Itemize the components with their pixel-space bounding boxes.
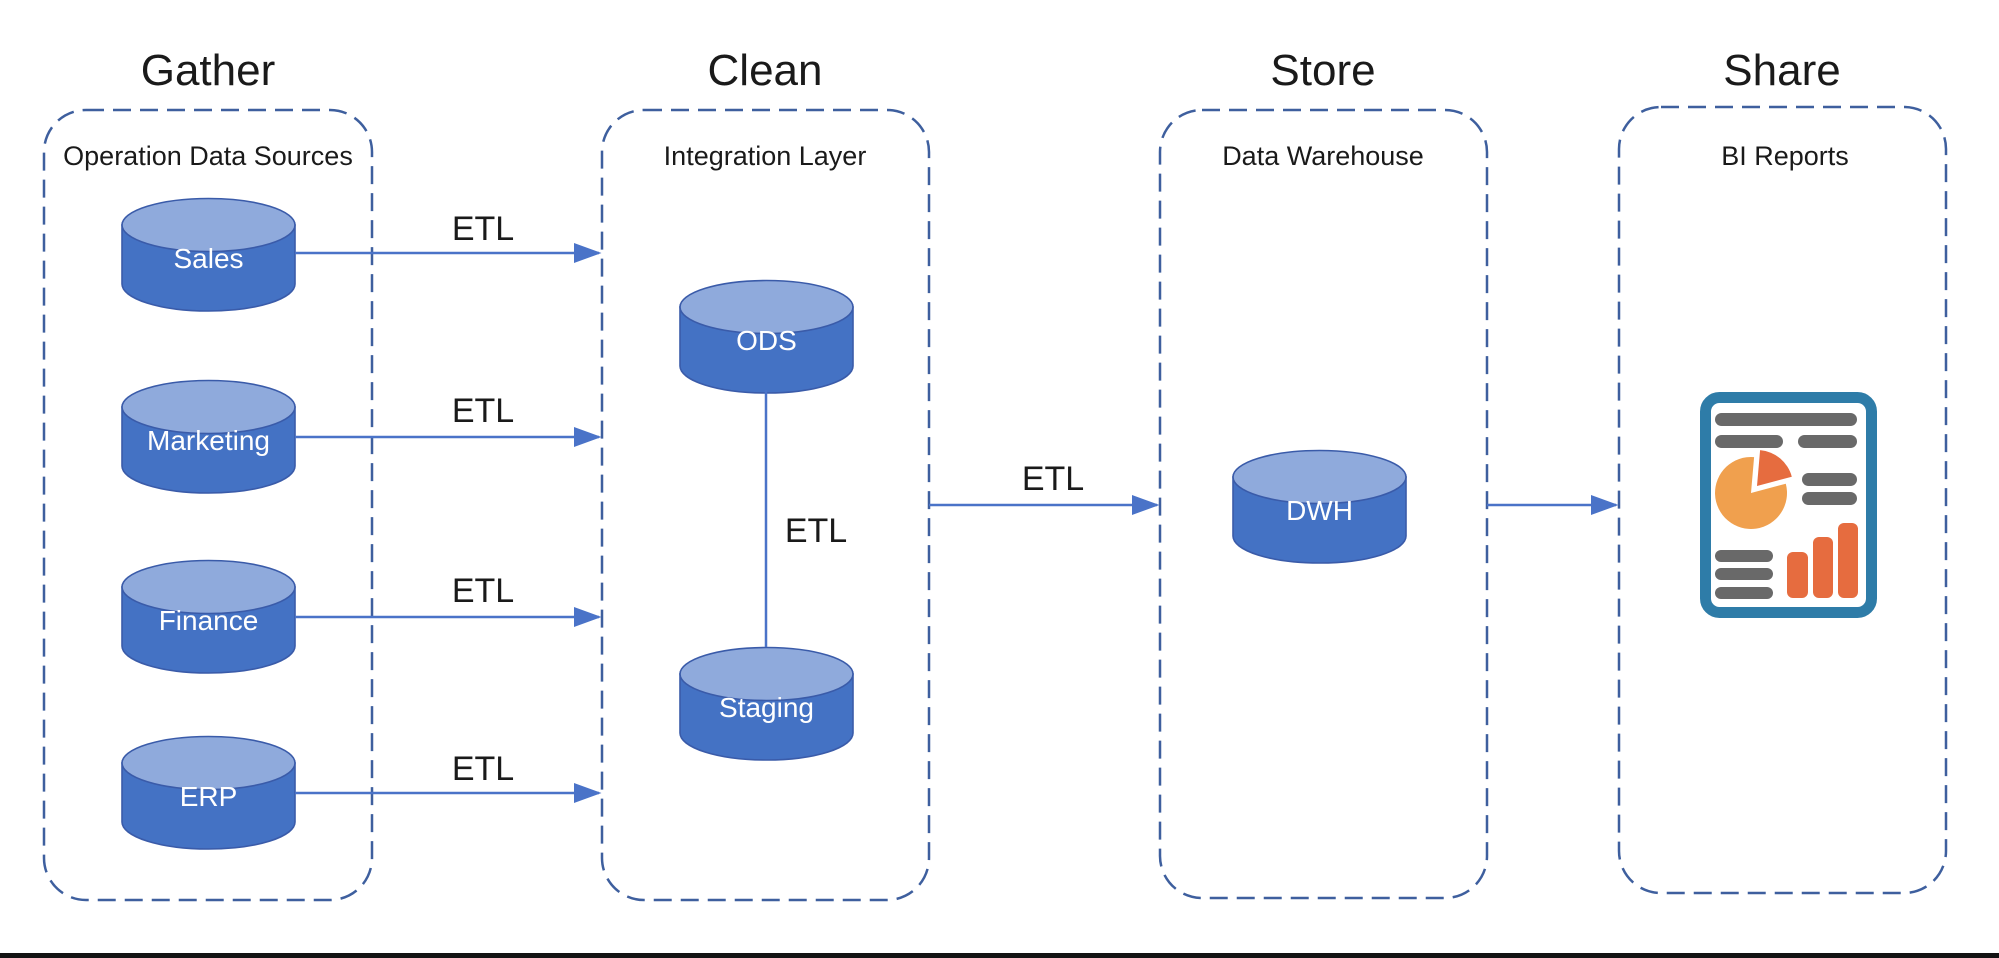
node-label-erp: ERP [180, 781, 238, 812]
stage-container-gather [42, 108, 374, 902]
bar-chart-bar [1838, 523, 1858, 598]
stage-clean: Clean Integration Layer ODS Staging [600, 46, 931, 902]
cylinder-top [1232, 449, 1407, 505]
report-text-line [1715, 435, 1783, 448]
node-label-ods: ODS [736, 325, 797, 356]
etl-label-marketing: ETL [452, 392, 514, 430]
bar-chart-bar [1813, 537, 1833, 598]
report-text-line [1715, 587, 1773, 599]
db-cylinder-staging: Staging [679, 646, 854, 761]
etl-label-ods-staging: ETL [785, 512, 847, 550]
stage-container-share [1617, 105, 1948, 895]
node-label-finance: Finance [159, 605, 259, 636]
node-label-dwh: DWH [1286, 495, 1353, 526]
db-cylinder-erp: ERP [121, 735, 296, 850]
db-cylinder-finance: Finance [121, 559, 296, 674]
report-text-line [1715, 413, 1857, 426]
etl-label-finance: ETL [452, 572, 514, 610]
stage-sublabel-integration-layer: Integration Layer [664, 141, 867, 171]
stage-title-store: Store [1270, 46, 1375, 95]
stage-sublabel-bi-reports: BI Reports [1721, 141, 1849, 171]
bi-report-icon [1700, 392, 1877, 618]
node-label-sales: Sales [173, 243, 243, 274]
report-text-line [1715, 550, 1773, 562]
stage-share: Share BI Reports [1617, 46, 1948, 895]
report-text-line [1802, 473, 1857, 486]
stage-title-gather: Gather [141, 46, 276, 95]
stage-gather: Gather Operation Data Sources Sales Mark… [42, 46, 374, 902]
db-cylinder-dwh: DWH [1232, 449, 1407, 564]
cylinder-top [121, 735, 296, 791]
cylinder-top [121, 559, 296, 615]
stage-sublabel-data-warehouse: Data Warehouse [1222, 141, 1424, 171]
pie-chart-slice [1757, 450, 1792, 486]
node-label-marketing: Marketing [147, 425, 270, 456]
bottom-divider [0, 953, 1999, 958]
db-cylinder-ods: ODS [679, 279, 854, 394]
stage-title-share: Share [1723, 46, 1840, 95]
report-text-line [1802, 492, 1857, 505]
report-text-line [1715, 568, 1773, 580]
stage-sublabel-operation-data-sources: Operation Data Sources [63, 141, 353, 171]
bar-chart-bar [1787, 552, 1808, 598]
connections: ETL ETL ETL ETL ETL ETL [295, 210, 1619, 803]
etl-label-integration-dwh: ETL [1022, 460, 1084, 498]
db-cylinder-marketing: Marketing [121, 379, 296, 494]
cylinder-top [121, 379, 296, 435]
pie-chart [1715, 456, 1788, 529]
report-text-line [1798, 435, 1857, 448]
stage-title-clean: Clean [708, 46, 823, 95]
etl-label-sales: ETL [452, 210, 514, 248]
cylinder-top [679, 279, 854, 335]
etl-label-erp: ETL [452, 750, 514, 788]
node-label-staging: Staging [719, 692, 814, 723]
cylinder-top [121, 197, 296, 253]
db-cylinder-sales: Sales [121, 197, 296, 312]
cylinder-top [679, 646, 854, 702]
stage-store: Store Data Warehouse DWH [1158, 46, 1489, 900]
